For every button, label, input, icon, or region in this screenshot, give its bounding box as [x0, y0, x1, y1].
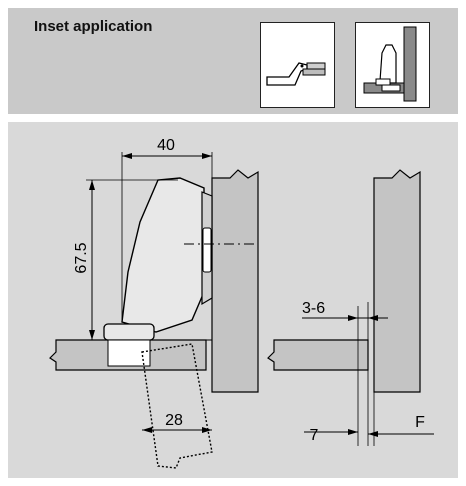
section-title: Inset application [34, 18, 153, 35]
dimension-label-28: 28 [165, 412, 183, 429]
cup-recess-dotted [141, 343, 213, 469]
door-panel-right [267, 339, 369, 371]
dimension-label-7: 7 [310, 427, 319, 444]
cabinet-side-panel-right [373, 169, 421, 393]
technical-drawing: 40 67.5 28 3-6 [8, 122, 458, 478]
dimension-label-3-6: 3-6 [302, 300, 325, 317]
dimension-label-67-5: 67.5 [73, 242, 90, 273]
hinge-cup [103, 323, 155, 341]
hinge-cup-base [107, 339, 151, 367]
cabinet-side-panel-left [211, 169, 259, 393]
dimension-label-f: F [415, 414, 425, 431]
inset-thumbnail-side-view [355, 22, 430, 108]
dimension-label-40: 40 [157, 137, 175, 154]
hinge-plate-slot [202, 227, 212, 273]
header-band: Inset application [8, 8, 458, 114]
hinge-top-view-icon [266, 62, 326, 86]
hinge-installation-diagram: 40 67.5 28 3-6 [49, 137, 434, 469]
inset-thumbnail-top-view [260, 22, 335, 108]
hinge-arm [121, 177, 205, 333]
hinge-side-view-icon [363, 26, 417, 102]
